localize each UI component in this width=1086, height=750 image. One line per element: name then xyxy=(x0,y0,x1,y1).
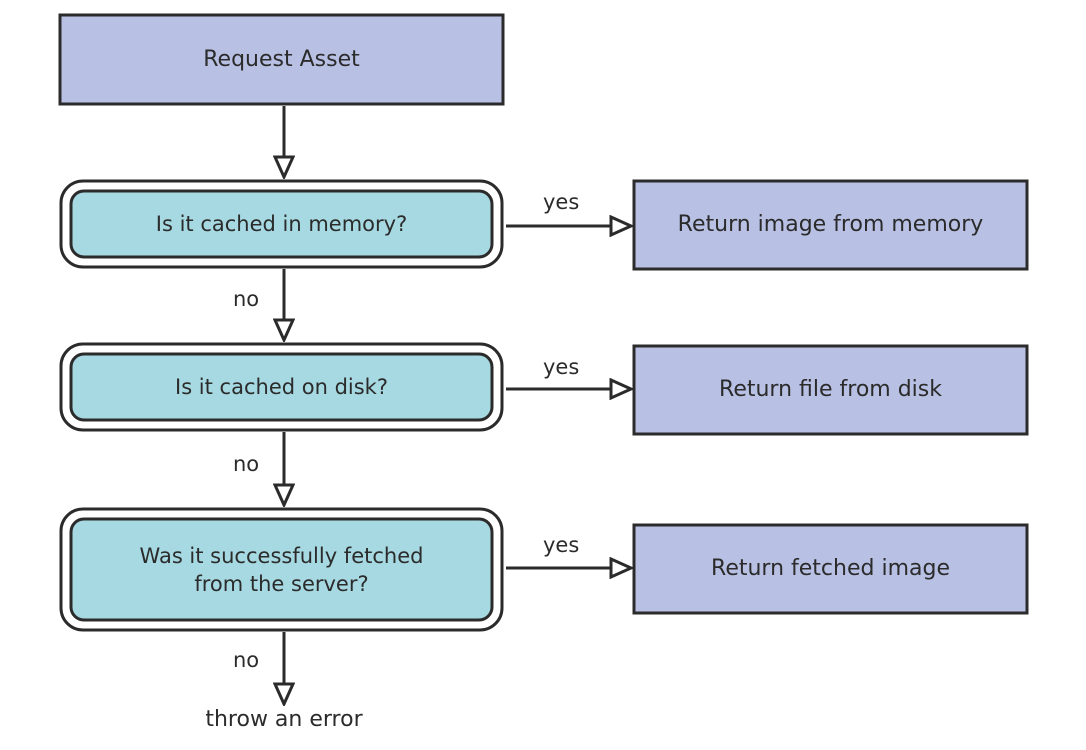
memory-question-label: Is it cached in memory? xyxy=(155,212,408,236)
disk-decision-box xyxy=(59,342,504,432)
edge-label-no-memory: no xyxy=(233,287,260,311)
server-decision-box xyxy=(59,507,504,632)
memory-decision-box xyxy=(59,179,504,269)
edge-label-yes-memory: yes xyxy=(543,190,580,214)
disk-question-label: Is it cached on disk? xyxy=(175,375,388,399)
edge-label-no-server: no xyxy=(233,648,260,672)
return-fetched-box xyxy=(632,523,1029,615)
edge-label-yes-disk: yes xyxy=(543,355,580,379)
edge-label-yes-server: yes xyxy=(543,533,580,557)
edge-label-no-disk: no xyxy=(233,452,260,476)
return-memory-box xyxy=(632,179,1029,271)
return-disk-box xyxy=(632,344,1029,436)
request-asset-box xyxy=(58,13,505,106)
return-fetched-label: Return fetched image xyxy=(711,556,950,581)
return-memory-label: Return image from memory xyxy=(677,212,984,237)
throw-error-label: throw an error xyxy=(205,707,363,732)
server-question-label: Was it successfully fetched from the ser… xyxy=(139,543,424,596)
request-asset-label: Request Asset xyxy=(203,46,360,72)
return-disk-label: Return file from disk xyxy=(719,377,942,402)
